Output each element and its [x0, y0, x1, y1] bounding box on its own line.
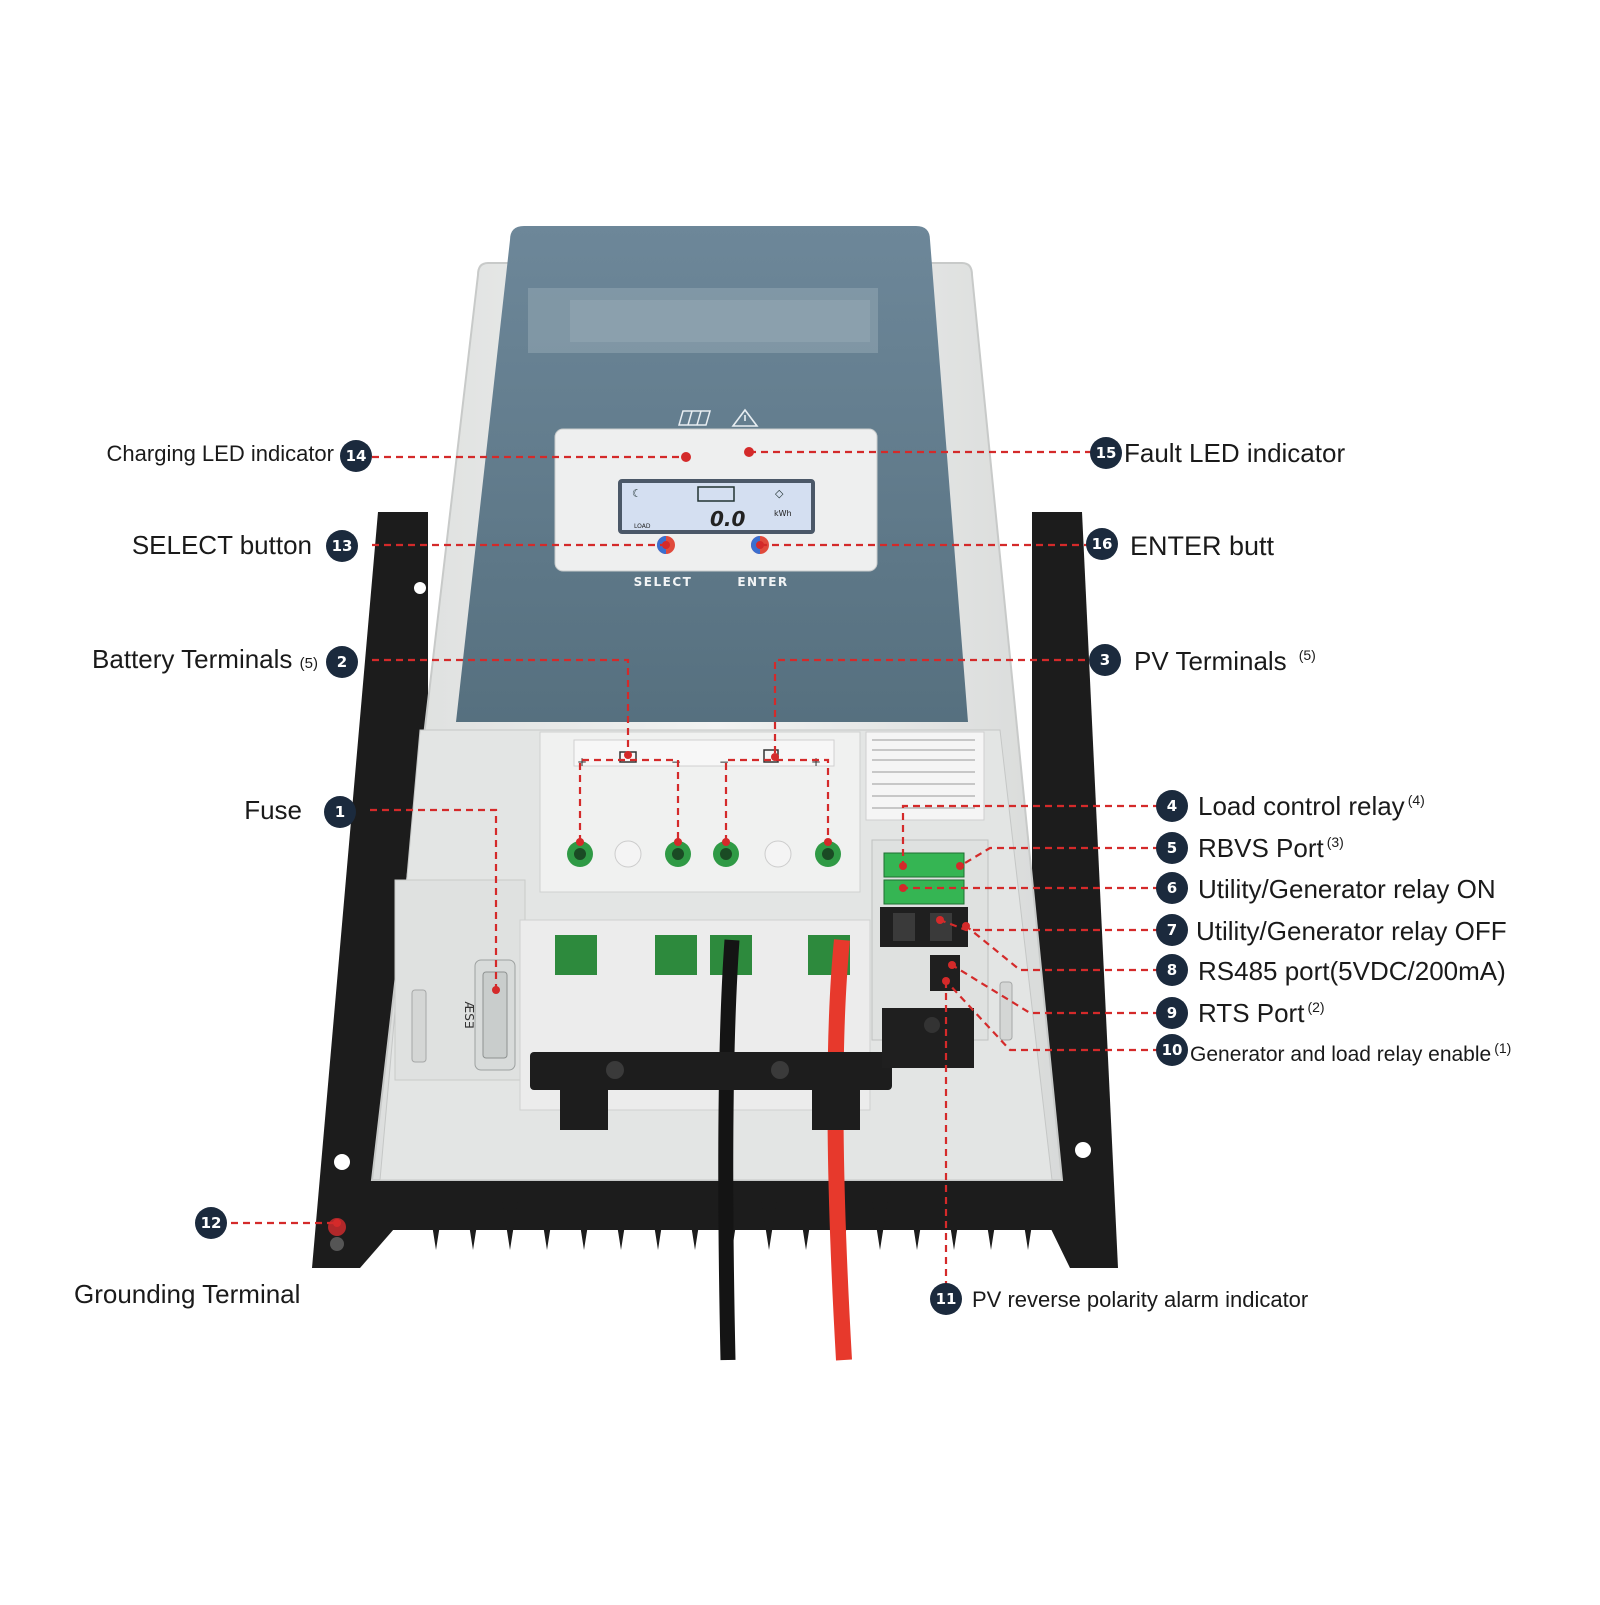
lcd-screen: ☾ ◇ 0.0 kWh LOAD: [618, 479, 815, 534]
callout-badge-5: 5: [1156, 832, 1188, 864]
heatsink-fin: [795, 1180, 817, 1250]
callout-label-7: Utility/Generator relay OFF: [1196, 916, 1507, 946]
callout-badge-2: 2: [326, 646, 358, 678]
terminal-post-right: [999, 981, 1013, 1041]
heatsink-fin: [610, 1180, 632, 1250]
callout-badge-7: 7: [1156, 914, 1188, 946]
callout-label-2: Battery Terminals (5): [92, 644, 318, 674]
wiring-label-lines: [872, 739, 975, 809]
rbvs-port-connector: [883, 879, 965, 905]
callout-badge-3: 3: [1089, 644, 1121, 676]
callout-label-15: Fault LED indicator: [1124, 438, 1346, 468]
control-pad: ☾ ◇ 0.0 kWh LOAD SELECT ENTER: [554, 428, 878, 589]
callout-label-16: ENTER butt: [1130, 531, 1275, 561]
callout-label-8: RS485 port(5VDC/200mA): [1198, 956, 1506, 986]
callout-label-12: Grounding Terminal: [74, 1279, 301, 1309]
screw-terminals: + − − +: [567, 749, 841, 868]
callout-badge-12: 12: [195, 1207, 227, 1239]
pv-pos-sign: +: [811, 755, 821, 769]
cable-clamp-bar: [530, 1052, 892, 1130]
enter-button[interactable]: [751, 536, 769, 554]
select-caption: SELECT: [634, 575, 693, 589]
heatsink-fin: [758, 1180, 780, 1250]
battery-neg-sign: −: [671, 755, 681, 769]
callout-badge-15: 15: [1090, 437, 1122, 469]
heatsink-fin: [536, 1180, 558, 1250]
pv-red-cable: [827, 939, 852, 1361]
battery-negative-terminal: [665, 841, 691, 867]
solar-panel-icon: [678, 410, 711, 426]
warning-triangle-icon: [731, 408, 759, 427]
mounting-holes: [334, 570, 1091, 1170]
callout-badge-9: 9: [1156, 997, 1188, 1029]
heatsink-fin: [980, 1180, 1002, 1250]
heatsink-fin: [943, 1180, 965, 1250]
callout-label-10: Generator and load relay enable(1): [1190, 1040, 1512, 1066]
callout-badge-1: 1: [324, 796, 356, 828]
callout-badge-4: 4: [1156, 790, 1188, 822]
pv-positive-terminal: [815, 841, 841, 867]
callout-badge-14: 14: [340, 440, 372, 472]
svg-text:☾: ☾: [632, 487, 642, 500]
callout-label-5: RBVS Port(3): [1198, 833, 1344, 863]
callout-badge-10: 10: [1156, 1034, 1188, 1066]
heatsink-fin: [869, 1180, 891, 1250]
callout-badge-13: 13: [326, 530, 358, 562]
svg-text:◇: ◇: [775, 487, 784, 500]
callout-label-3: PV Terminals(5): [1134, 646, 1316, 676]
heatsink-fin: [647, 1180, 669, 1250]
lcd-unit: kWh: [774, 509, 792, 518]
callout-label-14: Charging LED indicator: [106, 441, 334, 466]
callout-badge-8: 8: [1156, 954, 1188, 986]
leader-dots: [333, 448, 970, 1227]
pv-black-cable: [718, 939, 740, 1361]
callout-label-4: Load control relay(4): [1198, 791, 1425, 821]
battery-positive-terminal: [567, 841, 593, 867]
callout-badge-16: 16: [1086, 528, 1118, 560]
fuse-holder: ÆS∃: [462, 959, 516, 1071]
pv-neg-sign: −: [719, 755, 729, 769]
heatsink-fin: [684, 1180, 706, 1250]
heatsink-fin: [499, 1180, 521, 1250]
callout-label-11: PV reverse polarity alarm indicator: [972, 1287, 1309, 1312]
callout-label-6: Utility/Generator relay ON: [1198, 874, 1496, 904]
port-block: [871, 839, 989, 1068]
lcd-mode: LOAD: [634, 523, 651, 530]
lcd-reading: 0.0: [710, 507, 746, 531]
terminal-post-left: [411, 989, 427, 1063]
pv-negative-terminal: [713, 841, 739, 867]
callout-label-1: Fuse: [244, 795, 302, 825]
generator-relay-enable-switch: [882, 1008, 974, 1068]
callout-label-9: RTS Port(2): [1198, 998, 1325, 1028]
heatsink-fin: [462, 1180, 484, 1250]
callout-badge-6: 6: [1156, 872, 1188, 904]
heatsink-fin: [573, 1180, 595, 1250]
fuse-marking: ÆS∃: [462, 1002, 476, 1029]
heatsink-fin: [906, 1180, 928, 1250]
callout-label-13: SELECT button: [131, 530, 312, 560]
battery-pos-sign: +: [577, 755, 587, 769]
enter-caption: ENTER: [737, 575, 788, 589]
heatsink-fin: [425, 1180, 447, 1250]
load-control-relay-connector: [883, 852, 965, 878]
heatsink-fin: [1054, 1180, 1076, 1250]
heatsink-fin: [1017, 1180, 1039, 1250]
callout-badge-11: 11: [930, 1283, 962, 1315]
